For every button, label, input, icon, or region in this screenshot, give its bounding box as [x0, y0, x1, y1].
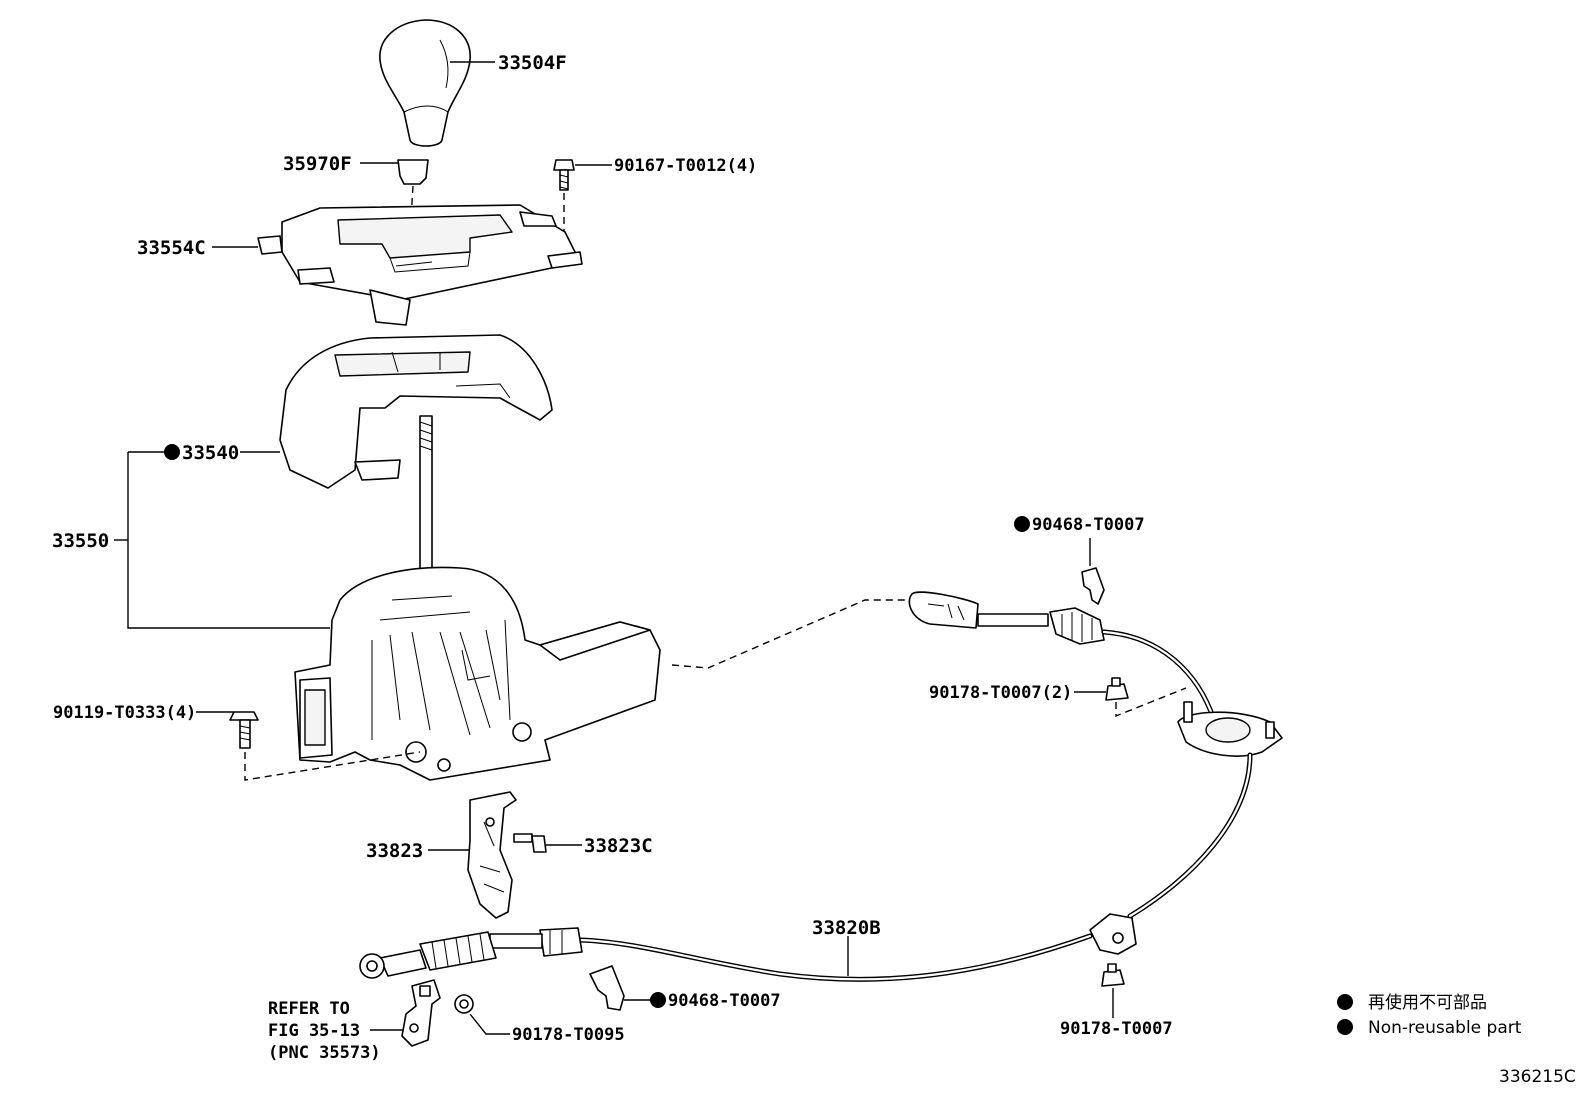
label-bracket-bolt: 33823C: [584, 835, 653, 857]
label-bracket: 33823: [366, 840, 423, 862]
legend-en: Non-reusable part: [1368, 1018, 1522, 1038]
refer-line-2: FIG 35-13: [268, 1021, 360, 1041]
refer-bracket[interactable]: [401, 979, 441, 1047]
label-clip-lower: 90468-T0007: [668, 991, 781, 1011]
label-cable: 33820B: [812, 917, 881, 939]
label-nut-upper: 90178-T0007(2): [929, 683, 1072, 703]
shift-lever-rod: [419, 415, 433, 577]
knob-clip[interactable]: [397, 159, 429, 185]
legend-jp: 再使用不可部品: [1368, 992, 1487, 1013]
non-reusable-marker: [650, 992, 666, 1008]
non-reusable-marker: [1014, 516, 1030, 532]
label-clip-upper: 90468-T0007: [1032, 515, 1145, 535]
non-reusable-marker: [164, 444, 180, 460]
base-bolt[interactable]: [229, 711, 259, 749]
legend: 再使用不可部品 Non-reusable part: [1337, 992, 1522, 1038]
cable-nut-upper[interactable]: [1105, 677, 1129, 701]
legend-marker-jp: [1337, 994, 1353, 1010]
shift-lever-housing[interactable]: [294, 566, 661, 781]
label-nut-small: 90178-T0095: [512, 1025, 625, 1045]
figure-id: 336215C: [1499, 1067, 1576, 1087]
label-lever-assy: 33550: [52, 530, 109, 552]
cable-nut-lower[interactable]: [1101, 963, 1125, 987]
lock-clip-lower[interactable]: [589, 965, 625, 1011]
label-knob-clip: 35970F: [283, 153, 352, 175]
label-bezel: 33554C: [137, 237, 206, 259]
label-screw-top: 90167-T0012(4): [614, 156, 757, 176]
cable-nut-small[interactable]: [454, 994, 474, 1014]
refer-line-1: REFER TO: [268, 999, 350, 1019]
tapping-screw[interactable]: [553, 159, 575, 191]
lock-clip-upper[interactable]: [1081, 567, 1105, 605]
cable-bracket[interactable]: [467, 791, 517, 919]
bracket-bolt[interactable]: [513, 833, 547, 853]
label-cover: 33540: [182, 442, 239, 464]
legend-marker-en: [1337, 1019, 1353, 1035]
transmission-control-cable[interactable]: [359, 591, 1283, 982]
label-nut-lower: 90178-T0007: [1060, 1019, 1173, 1039]
refer-line-3: (PNC 35573): [268, 1043, 381, 1063]
label-bolt-base: 90119-T0333(4): [53, 703, 196, 723]
label-knob: 33504F: [498, 52, 567, 74]
shift-cover[interactable]: [279, 334, 553, 489]
shift-knob[interactable]: [379, 19, 471, 147]
shift-bezel[interactable]: [257, 204, 583, 326]
